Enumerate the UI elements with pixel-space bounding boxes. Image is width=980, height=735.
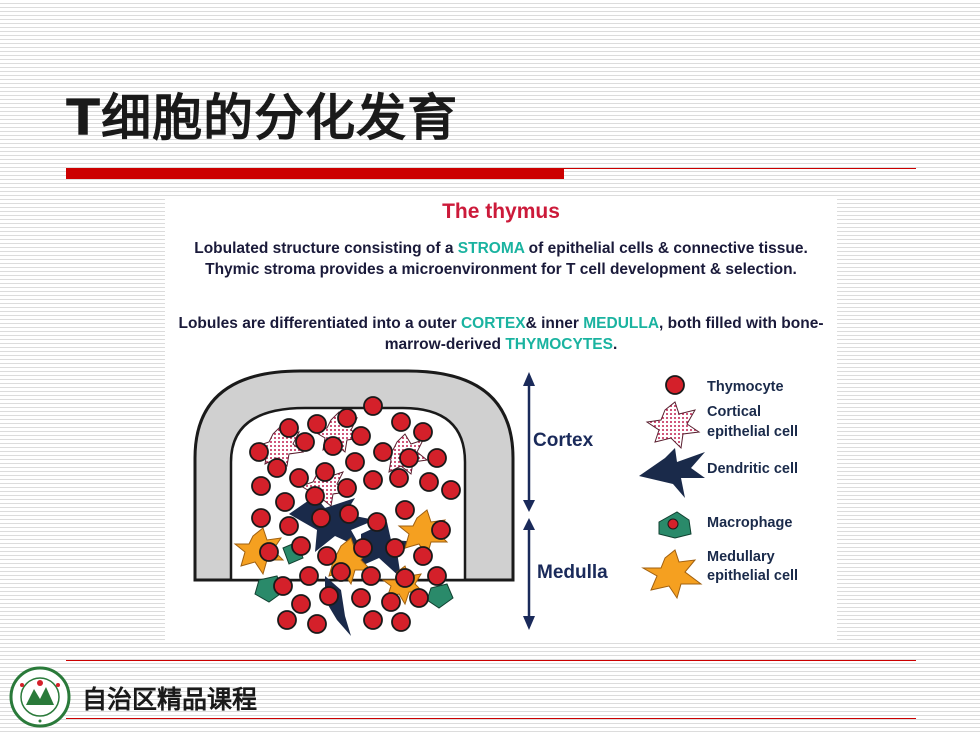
title-underline-line [564, 168, 916, 169]
thymus-figure: The thymus Lobulated structure consistin… [165, 196, 837, 640]
legend-medullary-symbol [641, 549, 703, 600]
footer-course-label: 自治区精品课程 [82, 685, 258, 714]
legend-cortical-label-2: epithelial cell [707, 424, 798, 440]
slide-title: T细胞的分化发育 [66, 89, 459, 147]
footer-bottom-rule [66, 718, 916, 719]
text-run: & inner [525, 315, 584, 332]
region-arrow [523, 372, 535, 630]
legend-thymocyte-symbol [665, 375, 685, 395]
legend-thymocyte-label: Thymocyte [707, 379, 784, 395]
text-run: , both filled with bone-marrow-derived [384, 315, 824, 353]
figure-paragraph-lobules: Lobules are differentiated into a outer … [165, 313, 837, 355]
legend: Thymocyte Cortical epithelial cell Dendr… [639, 375, 798, 600]
legend-medullary-label-1: Medullary [707, 549, 775, 565]
thymocytes [249, 396, 461, 634]
legend-medullary-label-2: epithelial cell [707, 568, 798, 584]
university-seal-logo [9, 666, 71, 728]
highlighted-term: STROMA [457, 240, 525, 257]
text-run: Lobules are differentiated into a outer [178, 315, 461, 332]
text-run: Lobulated structure consisting of a [194, 240, 458, 257]
label-cortex: Cortex [533, 430, 594, 451]
legend-cortical-symbol [645, 401, 701, 450]
legend-cortical-label-1: Cortical [707, 404, 761, 420]
legend-macrophage-label: Macrophage [707, 515, 792, 531]
figure-paragraph-stroma: Lobulated structure consisting of a STRO… [165, 238, 837, 280]
title-underline-bar [66, 168, 564, 179]
legend-dendritic-symbol [639, 448, 705, 498]
text-run: . [612, 336, 618, 353]
figure-title: The thymus [442, 200, 560, 223]
legend-dendritic-label: Dendritic cell [707, 461, 798, 477]
highlighted-term: MEDULLA [583, 315, 660, 332]
text-run: of epithelial cells & connective tissue.… [205, 240, 808, 278]
footer-top-rule [66, 660, 916, 661]
highlighted-term: CORTEX [460, 315, 526, 332]
thymus-lobule-diagram: Cortex Medulla Thymocyte Cortical epithe… [193, 369, 798, 636]
highlighted-term: THYMOCYTES [505, 336, 613, 353]
label-medulla: Medulla [537, 562, 608, 583]
